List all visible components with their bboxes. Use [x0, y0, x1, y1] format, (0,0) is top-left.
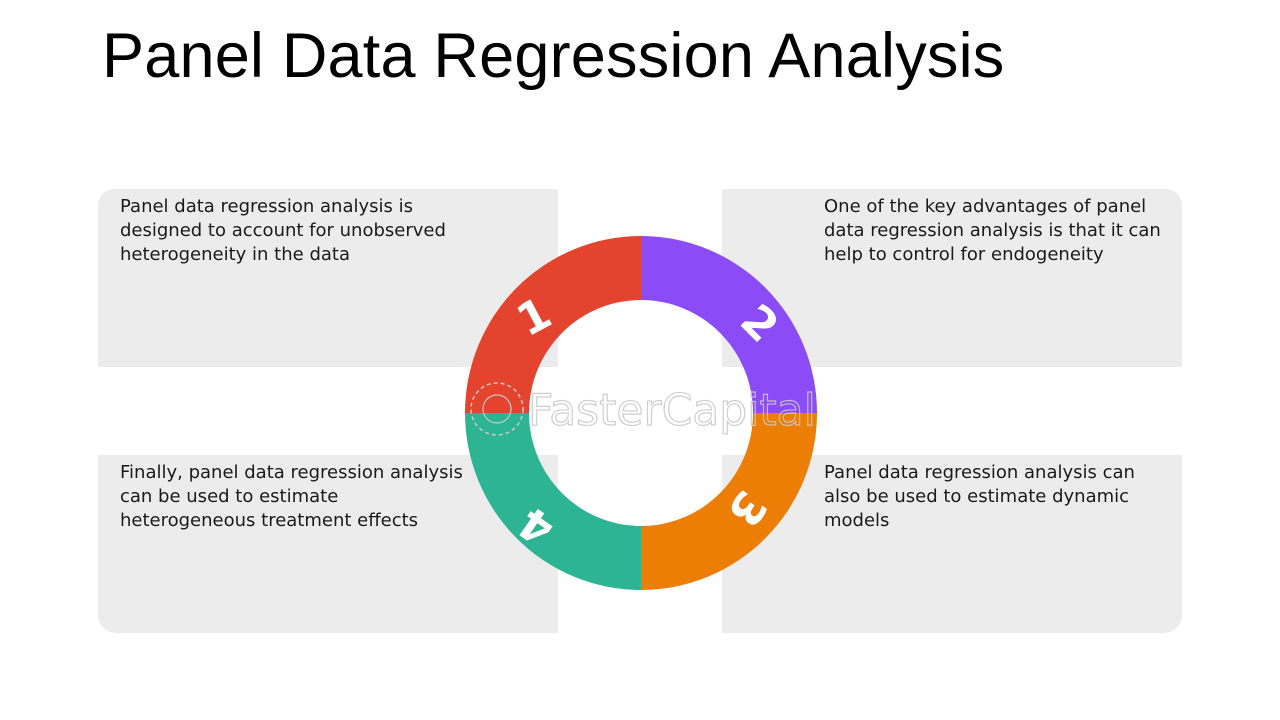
page-title: Panel Data Regression Analysis — [102, 21, 1005, 91]
point-text-2: One of the key advantages of panel data … — [824, 196, 1161, 265]
point-text-3: Panel data regression analysis can also … — [824, 462, 1135, 531]
point-panel-4: Finally, panel data regression analysis … — [98, 455, 558, 633]
watermark-text: FasterCapital — [528, 385, 816, 436]
point-panel-1: Panel data regression analysis is design… — [98, 189, 558, 367]
point-text-4: Finally, panel data regression analysis … — [120, 462, 463, 531]
point-panel-2: One of the key advantages of panel data … — [722, 189, 1182, 367]
point-text-1: Panel data regression analysis is design… — [120, 196, 446, 265]
watermark-logo: FasterCapital — [470, 382, 816, 437]
point-panel-3: Panel data regression analysis can also … — [722, 455, 1182, 633]
